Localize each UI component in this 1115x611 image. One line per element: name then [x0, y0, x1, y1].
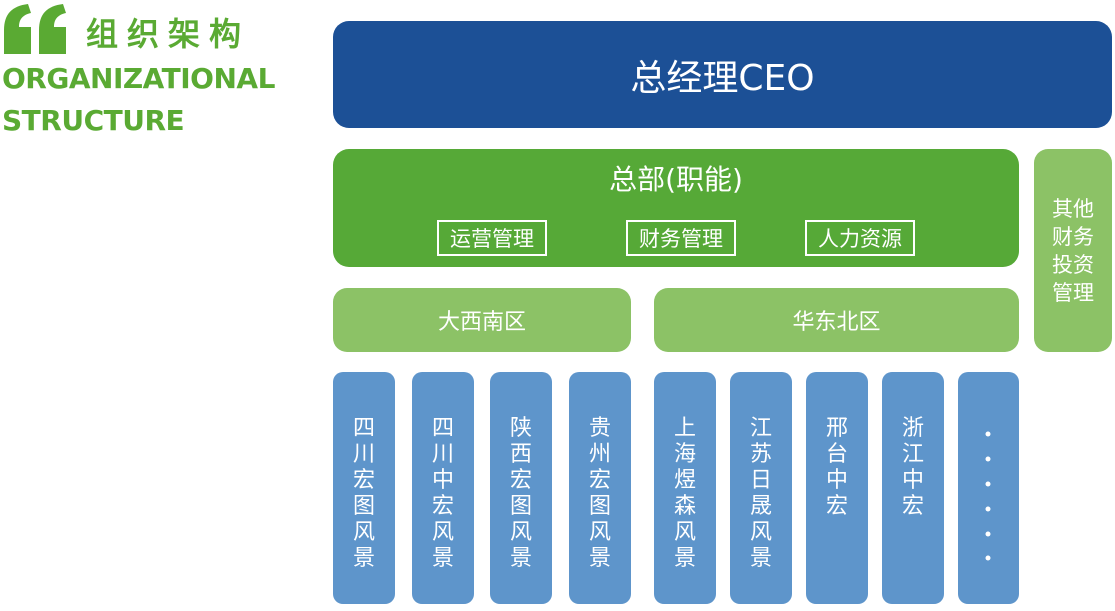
company-label: 浙江中宏 [901, 416, 924, 519]
company-box: 四川宏图风景 [333, 372, 395, 604]
company-box: 上海煜森风景 [654, 372, 716, 604]
ceo-box: 总经理CEO [333, 21, 1112, 128]
ceo-label: 总经理CEO [630, 57, 815, 99]
company-label: 陕西宏图风景 [509, 416, 532, 571]
region-southwest: 大西南区 [333, 288, 631, 352]
finance-investment-box: 其他财务投资管理 [1034, 149, 1112, 352]
page-title: 组织架构 [86, 15, 251, 53]
company-label: 四川宏图风景 [352, 416, 375, 571]
company-box: 四川中宏风景 [412, 372, 474, 604]
region-label: 大西南区 [437, 310, 526, 335]
department-finance: 财务管理 [626, 220, 736, 256]
headquarters-label: 总部(职能) [609, 163, 743, 196]
company-label: 贵州宏图风景 [588, 416, 611, 571]
region-label: 华东北区 [792, 310, 881, 335]
company-label: 四川中宏风景 [431, 416, 454, 571]
company-box: 陕西宏图风景 [490, 372, 552, 604]
double-quote-icon [4, 4, 66, 54]
page-subtitle-line1: ORGANIZATIONAL [2, 62, 275, 95]
company-box: 邢台中宏 [806, 372, 868, 604]
company-label: 邢台中宏 [825, 416, 848, 519]
finance-investment-label: 其他财务投资管理 [1052, 196, 1094, 305]
company-label: 江苏日晟风景 [749, 416, 772, 571]
region-east-north: 华东北区 [654, 288, 1019, 352]
more-companies-box [958, 372, 1019, 604]
headquarters-box: 总部(职能) 运营管理 财务管理 人力资源 [333, 149, 1019, 267]
company-box: 江苏日晟风景 [730, 372, 792, 604]
department-hr: 人力资源 [805, 220, 915, 256]
vertical-ellipsis-icon [985, 431, 991, 561]
page-subtitle-line2: STRUCTURE [2, 104, 185, 137]
company-label: 上海煜森风景 [673, 416, 696, 571]
company-box: 浙江中宏 [882, 372, 944, 604]
department-operations: 运营管理 [437, 220, 547, 256]
company-box: 贵州宏图风景 [569, 372, 631, 604]
